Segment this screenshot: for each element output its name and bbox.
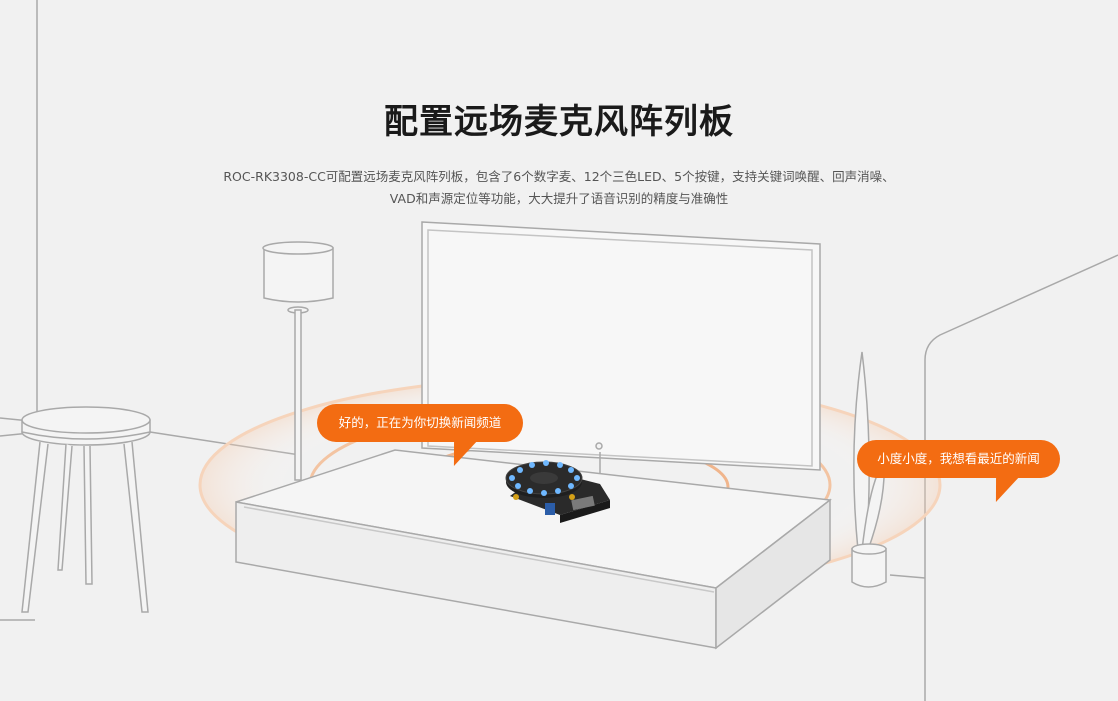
description-line-1: ROC-RK3308-CC可配置远场麦克风阵列板，包含了6个数字麦、12个三色L… [223, 169, 895, 184]
tv-stand-icon [235, 449, 832, 650]
floor-lamp-icon [262, 241, 334, 481]
description-line-2: VAD和声源定位等功能，大大提升了语音识别的精度与准确性 [389, 191, 729, 206]
stool-icon [21, 406, 151, 613]
mic-array-board-icon [505, 460, 610, 523]
tv-icon [421, 221, 821, 476]
user-request-bubble: 小度小度，我想看最近的新闻 [857, 440, 1060, 478]
device-reply-bubble: 好的，正在为你切换新闻频道 [317, 404, 523, 442]
page-description: ROC-RK3308-CC可配置远场麦克风阵列板，包含了6个数字麦、12个三色L… [200, 166, 918, 210]
page-title: 配置远场麦克风阵列板 [384, 102, 734, 142]
